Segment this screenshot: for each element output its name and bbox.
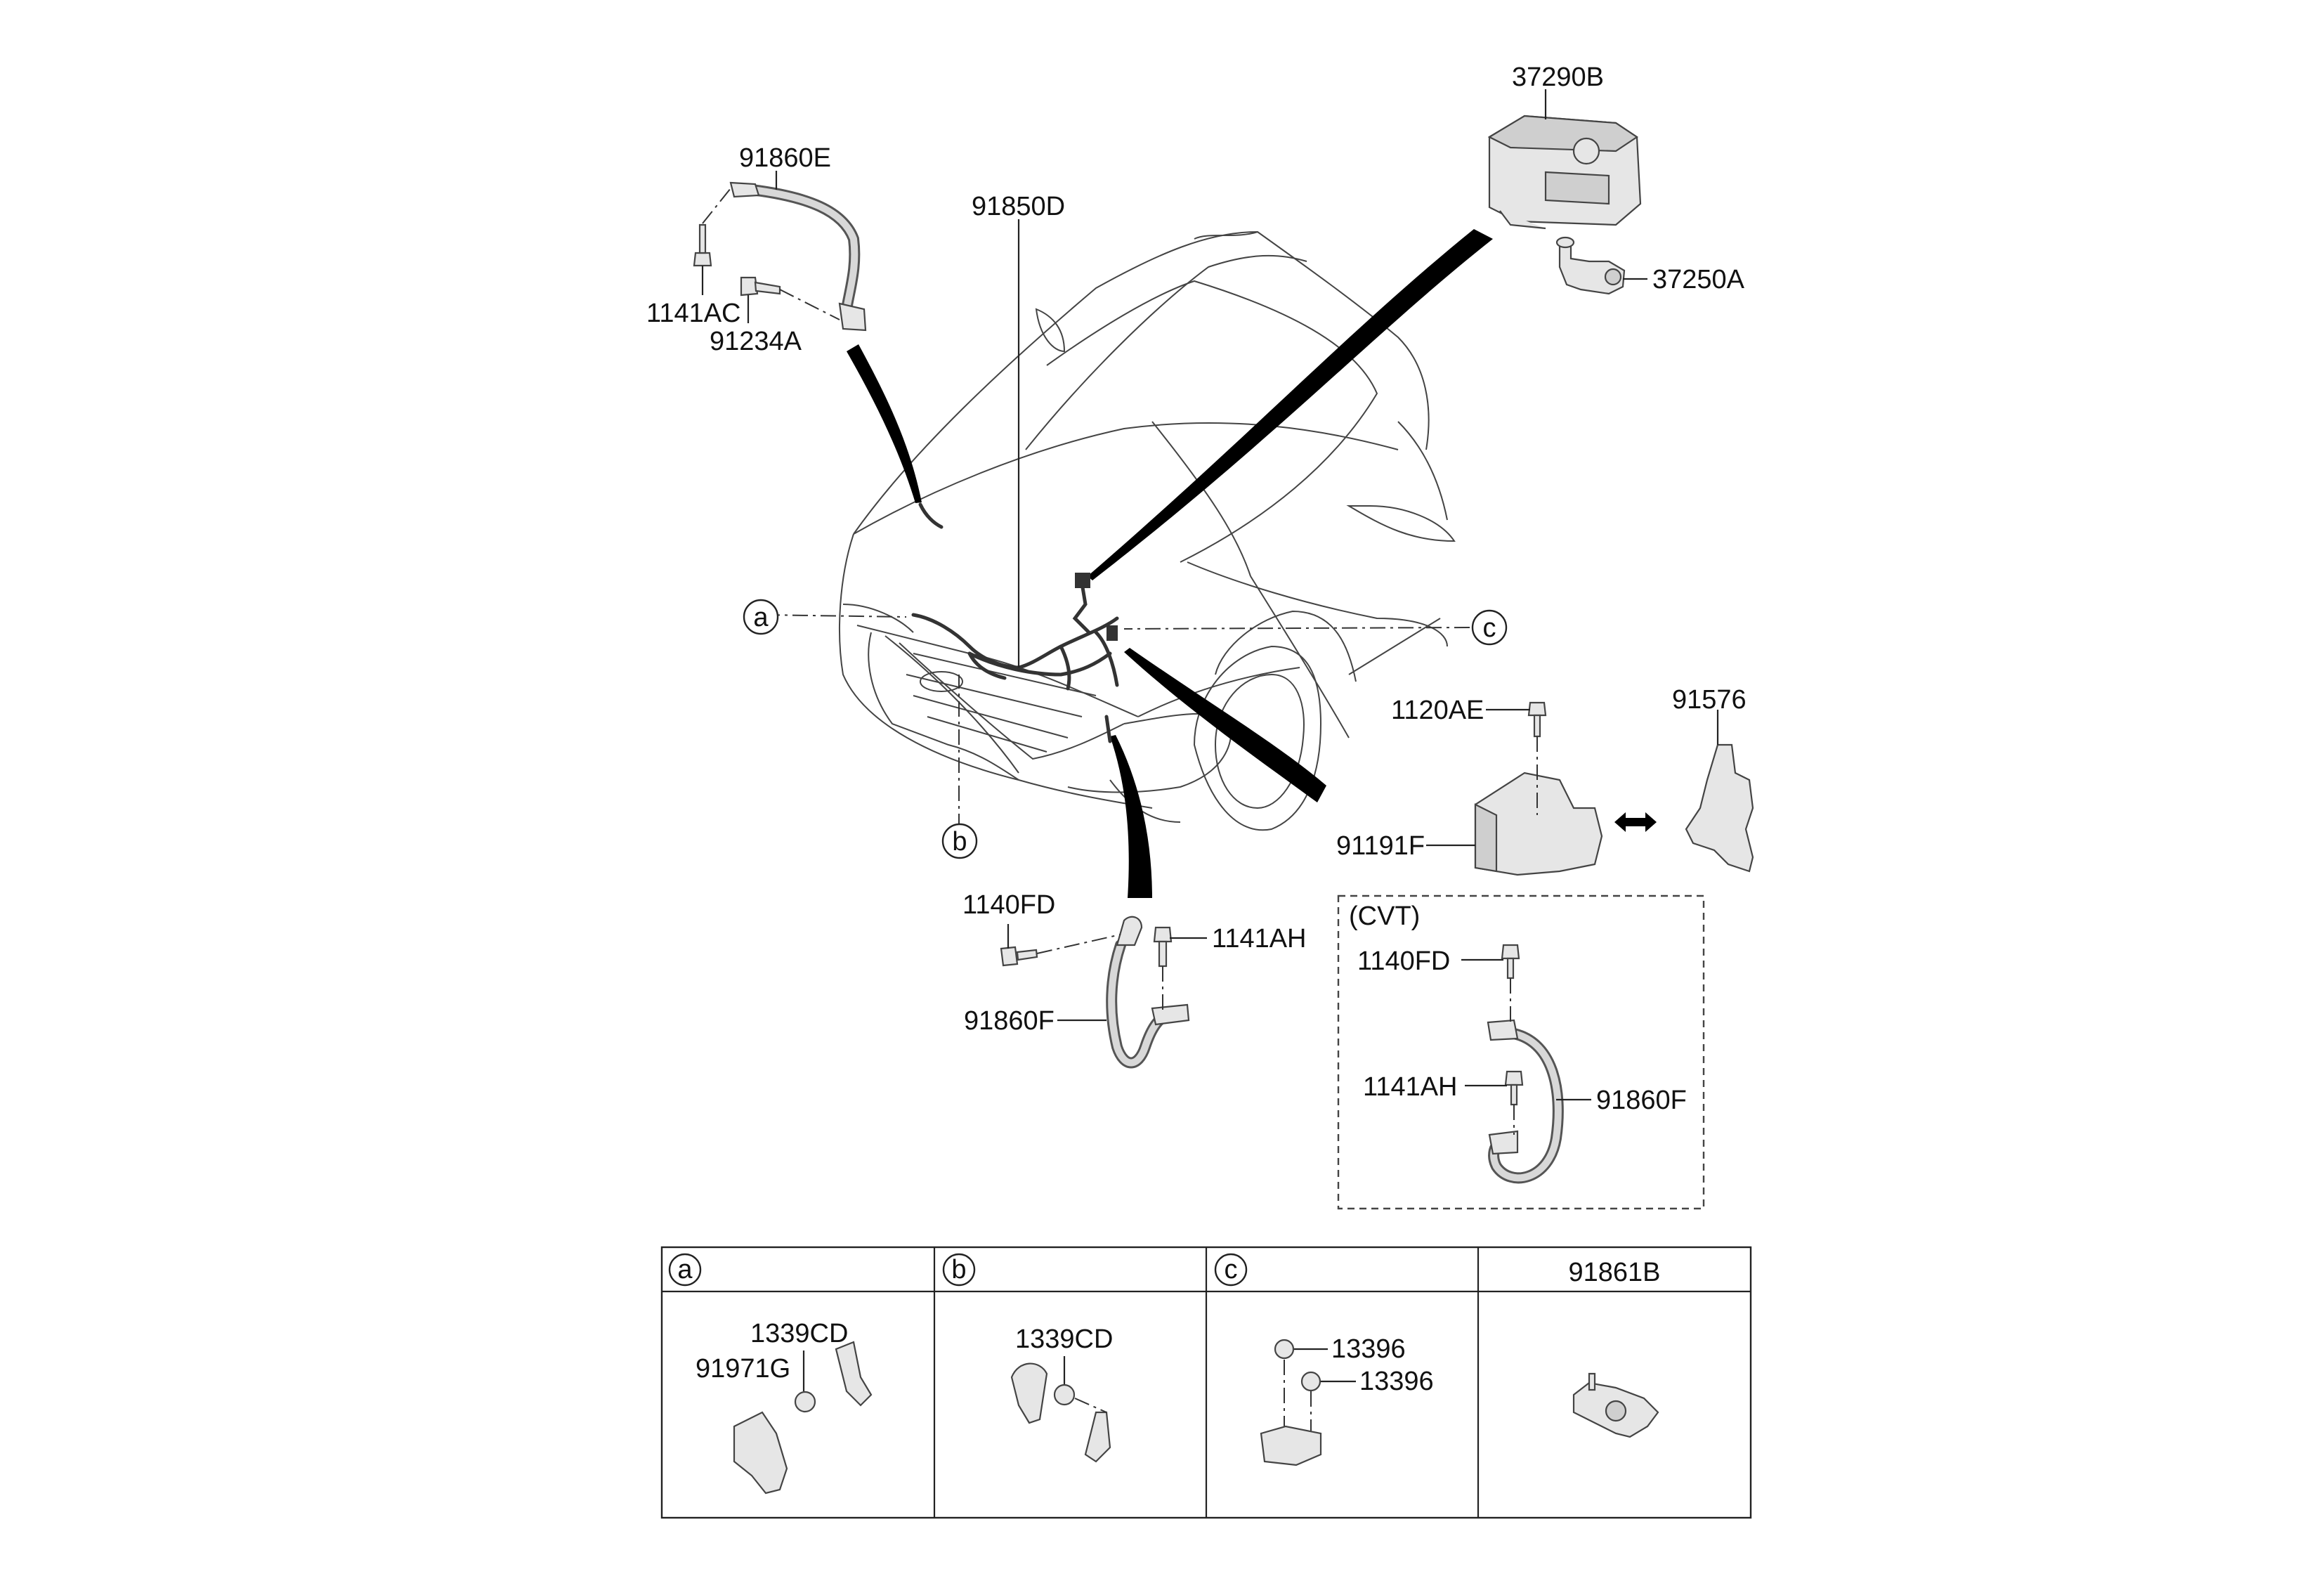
label-1141AC: 1141AC (646, 299, 741, 328)
label-cvt-1140FD: 1140FD (1357, 946, 1450, 976)
cell-a-91971G: 91971G (696, 1354, 790, 1384)
label-1141AH: 1141AH (1212, 924, 1307, 954)
terminal-37250A (1555, 236, 1626, 295)
label-91850D: 91850D (972, 192, 1065, 221)
bolt-1141AH (1153, 926, 1173, 968)
callout-b: b (941, 823, 978, 859)
cvt-bolt-1140FD (1501, 944, 1520, 980)
label-37250A: 37250A (1652, 265, 1745, 294)
cvt-box (1337, 894, 1705, 1210)
callout-c: c (1471, 609, 1508, 646)
leader-wedges (847, 229, 1493, 898)
bolt-1140FD (1000, 946, 1038, 967)
fuse-box-37290B (1487, 115, 1642, 230)
callout-a: a (743, 599, 779, 635)
bolt-91234A (740, 276, 781, 297)
label-91860F: 91860F (964, 1006, 1055, 1036)
cable-91860E (729, 181, 867, 332)
double-arrow-icon (1614, 812, 1657, 832)
label-91576: 91576 (1672, 685, 1747, 715)
bracket-91576 (1685, 743, 1754, 873)
label-1120AE: 1120AE (1391, 696, 1484, 725)
label-91860E: 91860E (739, 143, 831, 173)
label-1140FD: 1140FD (962, 890, 1055, 920)
cell-c-13396-1: 13396 (1331, 1334, 1406, 1364)
cvt-bolt-1141AH (1504, 1070, 1524, 1106)
cell-c-13396-2: 13396 (1359, 1367, 1434, 1396)
cvt-cable-91860F (1487, 1019, 1564, 1184)
table-header-b: b (951, 1255, 966, 1284)
label-cvt-title: (CVT) (1349, 902, 1420, 931)
leader-lines (701, 89, 1719, 1135)
bolt-1120AE (1527, 701, 1547, 738)
bracket-91191F (1474, 772, 1603, 876)
callout-a-label: a (753, 603, 769, 632)
table-header-c: c (1225, 1255, 1238, 1284)
label-91191F: 91191F (1336, 831, 1425, 861)
label-cvt-91860F: 91860F (1596, 1086, 1687, 1115)
callout-c-label: c (1483, 613, 1496, 643)
cell-a-1339CD: 1339CD (750, 1319, 848, 1348)
label-37290B: 37290B (1512, 63, 1604, 92)
label-cvt-1141AH: 1141AH (1363, 1072, 1458, 1102)
label-91234A: 91234A (710, 327, 802, 356)
cell-b-1339CD: 1339CD (1015, 1325, 1113, 1354)
table-header-a: a (677, 1255, 693, 1284)
table-header-91861B: 91861B (1568, 1258, 1660, 1287)
wiring-harness-91850D (911, 502, 1119, 743)
cable-91860F (1106, 916, 1190, 1069)
callout-b-label: b (952, 827, 967, 857)
detail-table: a b c 91861B 1339CD 91971G 1339CD 13396 … (660, 1246, 1752, 1519)
bolt-1141AC (693, 223, 712, 267)
